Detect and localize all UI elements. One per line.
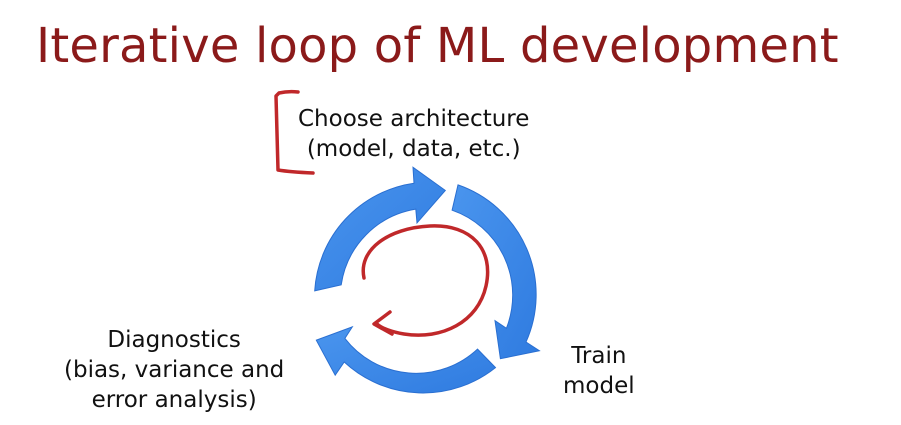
loop-arrow-head	[372, 310, 394, 336]
step-choose-architecture: Choose architecture (model, data, etc.)	[298, 104, 529, 164]
step-choose-architecture-line-1: Choose architecture	[298, 106, 530, 132]
loop-arrow-stroke	[361, 224, 490, 337]
cycle-arrows-icon	[314, 166, 541, 394]
step-choose-architecture-line-2: (model, data, etc.)	[306, 136, 521, 162]
loop-arrow-annotation	[361, 224, 490, 337]
step-diagnostics-line-2: (bias, variance and	[64, 357, 285, 383]
cycle-arrow-bottom	[315, 325, 497, 394]
step-train-model-line-1: Train	[571, 343, 627, 369]
step-diagnostics: Diagnostics (bias, variance and error an…	[64, 325, 284, 415]
step-train-model: Train model	[563, 341, 635, 401]
cycle-arrow-top	[314, 166, 447, 292]
step-diagnostics-line-1: Diagnostics	[107, 327, 241, 353]
step-train-model-line-2: model	[563, 373, 635, 399]
bracket-annotation	[274, 89, 315, 175]
slide-title: Iterative loop of ML development	[36, 18, 839, 74]
cycle-arrow-right	[451, 184, 541, 360]
step-diagnostics-line-3: error analysis)	[91, 387, 257, 413]
